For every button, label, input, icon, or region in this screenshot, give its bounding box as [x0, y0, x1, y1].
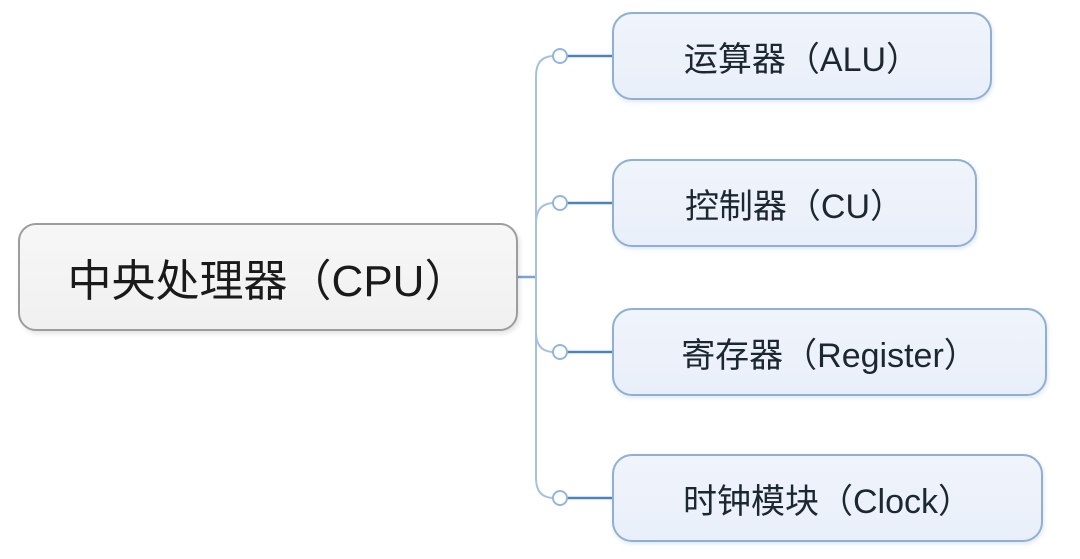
connector-elbow-branch-2 [535, 202, 555, 224]
connector-trunk [535, 55, 555, 499]
node-cu[interactable]: 控制器（CU） [612, 159, 977, 247]
junction-dot-2 [552, 195, 568, 211]
node-register[interactable]: 寄存器（Register） [612, 308, 1047, 396]
node-clock-label: 时钟模块（Clock） [682, 482, 973, 521]
node-cu-label: 控制器（CU） [684, 187, 905, 226]
node-cpu-root-label: 中央处理器（CPU） [67, 257, 469, 306]
connector-elbow-branch-3 [535, 331, 555, 353]
node-clock[interactable]: 时钟模块（Clock） [612, 454, 1043, 542]
junction-dot-4 [552, 490, 568, 506]
junction-dot-3 [552, 344, 568, 360]
node-register-label: 寄存器（Register） [681, 336, 978, 375]
node-cpu-root[interactable]: 中央处理器（CPU） [18, 223, 518, 331]
junction-dot-1 [552, 48, 568, 64]
node-alu-label: 运算器（ALU） [683, 40, 921, 79]
node-alu[interactable]: 运算器（ALU） [612, 12, 992, 100]
